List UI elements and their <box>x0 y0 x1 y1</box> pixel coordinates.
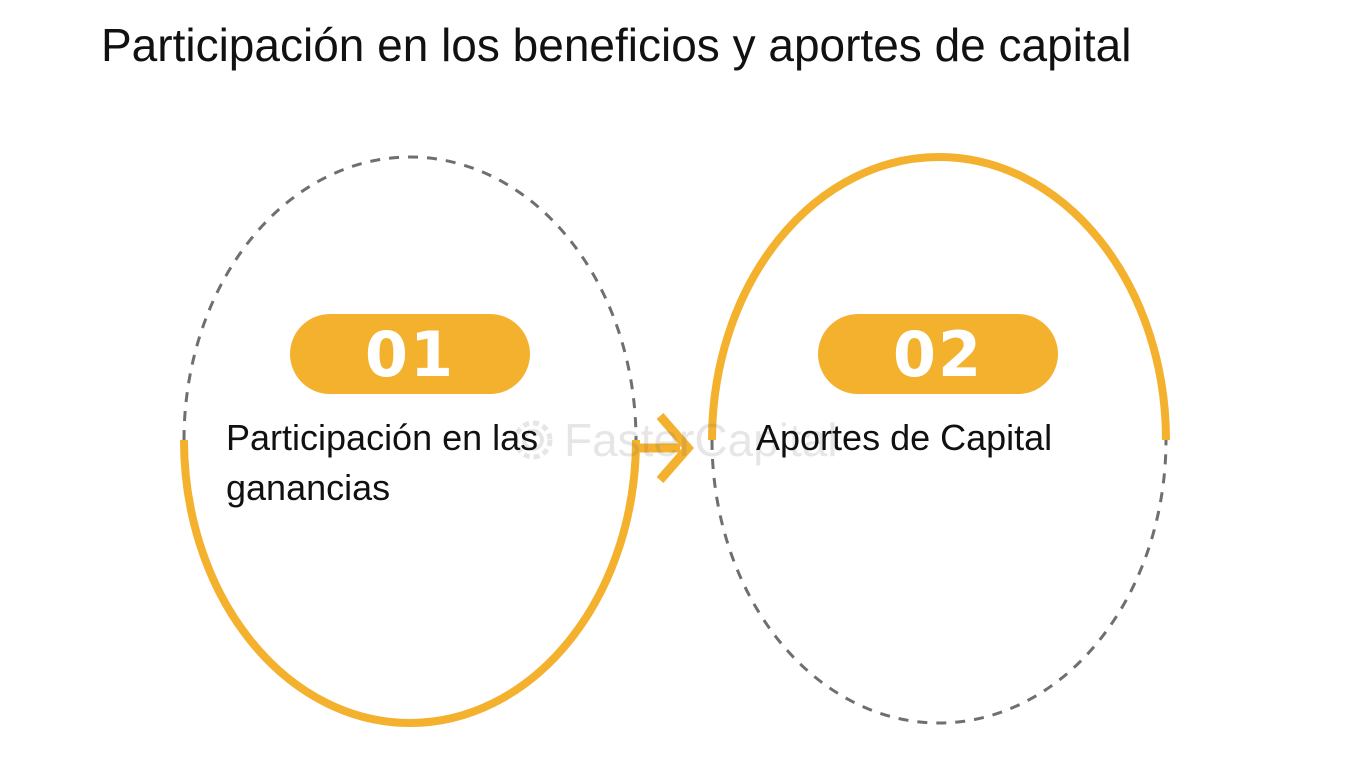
step-1-ellipse-dashed-arc <box>182 155 638 441</box>
step-1-label: Participación en las ganancias <box>226 417 539 508</box>
step-2-ellipse-solid-arc <box>708 153 1170 441</box>
step-1-ellipse-solid-arc <box>180 439 640 727</box>
watermark: FasterCapital <box>508 412 838 468</box>
step-2-ellipse-dashed-arc <box>710 439 1168 725</box>
arrow-right-icon <box>632 413 694 483</box>
watermark-text: FasterCapital <box>564 414 838 466</box>
step-2-number-badge: 02 <box>818 314 1058 394</box>
gear-icon <box>513 420 553 460</box>
step-2-label: Aportes de Capital <box>756 417 1053 458</box>
page-title: Participación en los beneficios y aporte… <box>101 19 1132 71</box>
step-1-number-badge: 01 <box>290 314 530 394</box>
